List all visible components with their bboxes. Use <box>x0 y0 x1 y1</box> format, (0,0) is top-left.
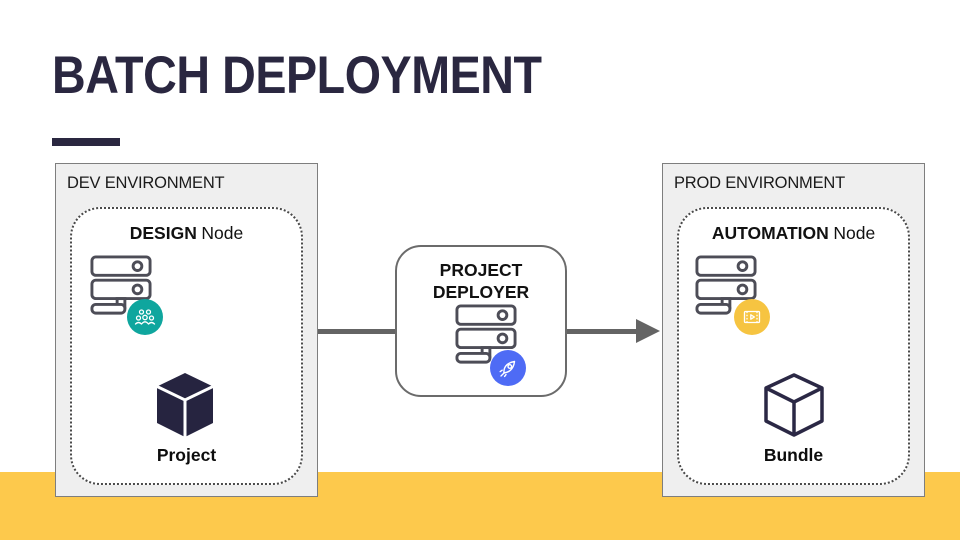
design-node-name: DESIGN <box>129 223 197 243</box>
deployer-label-line1: PROJECT <box>439 260 523 280</box>
flow-arrow-head <box>636 319 660 343</box>
cube-outline-icon <box>764 373 824 437</box>
automation-node-name: AUTOMATION <box>711 223 829 243</box>
project-label: Project <box>156 445 217 465</box>
automation-node-suffix: Node <box>833 223 876 243</box>
bundle-label: Bundle <box>763 445 824 465</box>
dev-environment-label: DEV ENVIRONMENT <box>67 174 225 192</box>
deploy-badge <box>490 350 526 386</box>
film-icon <box>743 310 761 324</box>
design-node-suffix: Node <box>201 223 244 243</box>
team-icon <box>134 309 156 325</box>
server-icon <box>695 255 757 315</box>
project-deployer-label: PROJECT DEPLOYER <box>397 259 565 303</box>
team-badge <box>127 299 163 335</box>
automation-badge <box>734 299 770 335</box>
server-icon <box>455 304 517 364</box>
title-underline <box>52 138 120 146</box>
page-title: BATCH DEPLOYMENT <box>52 46 542 105</box>
rocket-icon <box>499 360 516 378</box>
flow-arrow-segment-right <box>566 329 638 334</box>
deployer-label-line2: DEPLOYER <box>432 282 530 302</box>
cube-solid-icon <box>157 373 213 437</box>
server-icon <box>90 255 152 315</box>
flow-arrow-segment-left <box>318 329 396 334</box>
prod-environment-label: PROD ENVIRONMENT <box>674 174 845 192</box>
